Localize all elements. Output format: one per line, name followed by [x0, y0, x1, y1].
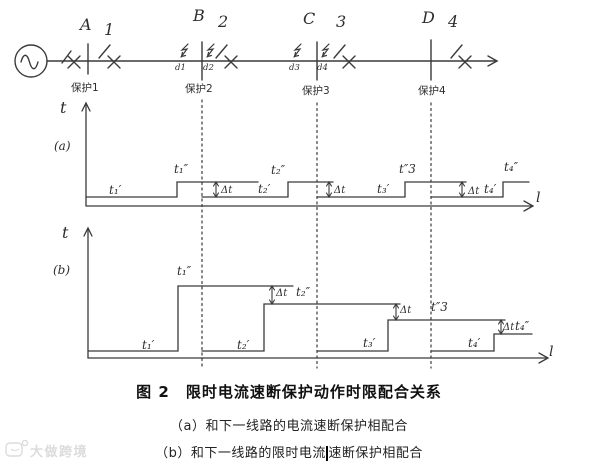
- a-delta-t-label-2: Δt: [334, 185, 346, 196]
- b-t1-prime-label: t₁′: [142, 338, 155, 352]
- protection-label-4: 保护4: [418, 85, 446, 97]
- a-t1-doubleprime-label: t₁″: [174, 162, 189, 176]
- a-x-axis-label: l: [536, 190, 541, 206]
- diagram-a-step-curve-2: [201, 181, 334, 198]
- diagram-b-step-curve-3: [316, 319, 506, 352]
- breaker-icon-2: [215, 44, 238, 69]
- diagram-b: [83, 226, 550, 364]
- delta-t-bracket-icon-a1: [210, 180, 221, 199]
- line-number-1: 1: [104, 20, 115, 39]
- figure-caption-b: （b）和下一线路的限时电流速断保护相配合: [0, 442, 578, 461]
- delta-t-bracket-icon-a3: [456, 180, 467, 199]
- b-t3-prime-label: t₃′: [363, 336, 376, 350]
- b-x-axis-label: l: [549, 344, 554, 360]
- figure-caption-title: 图 2 限时电流速断保护动作时限配合关系: [136, 383, 442, 401]
- fault-bolt-icon-d4: [321, 43, 330, 58]
- a-t4-prime-label: t₄′: [484, 182, 497, 196]
- flow-arrow-icon: [487, 55, 499, 67]
- b-diagram-tag: (b): [53, 263, 71, 277]
- dashed-projection-lines: [201, 99, 432, 369]
- b-t4-prime-label: t₄′: [468, 336, 481, 350]
- b-delta-t-label-1: Δt: [276, 288, 288, 299]
- protection-label-1: 保护1: [71, 82, 99, 94]
- breaker-icon-3: [333, 44, 356, 69]
- delta-t-bracket-icon-b3: [495, 318, 506, 336]
- delta-t-bracket-icon-b1: [266, 284, 277, 306]
- diagram-a-step-curve-3: [316, 181, 467, 198]
- breaker-icon-source: [61, 50, 81, 69]
- line-number-4: 4: [448, 12, 459, 31]
- breaker-icon-1: [98, 44, 121, 69]
- b-t2-doubleprime-label: t₂″: [296, 285, 311, 299]
- fault-label-d2: d2: [203, 63, 214, 73]
- a-diagram-tag: (a): [54, 139, 71, 153]
- fault-label-d1: d1: [175, 63, 186, 73]
- fault-bolt-icon-d1: [180, 43, 189, 58]
- line-number-3: 3: [336, 12, 347, 31]
- delta-t-bracket-icon-a2: [323, 180, 334, 199]
- a-t3-prime-label: t₃′: [377, 182, 390, 196]
- a-t1-prime-label: t₁′: [109, 183, 122, 197]
- watermark-text: 大做跨境: [30, 445, 89, 460]
- a-t2-doubleprime-label: t₂″: [271, 163, 286, 177]
- generator-icon: [14, 44, 48, 78]
- figure-caption-b-pre: （b）和下一线路的限时电流: [155, 446, 326, 461]
- a-y-axis-label: t: [60, 98, 67, 117]
- bus-label-c: C: [303, 9, 316, 28]
- bus-label-b: B: [193, 6, 205, 25]
- b-t4-doubleprime-label: t₄″: [515, 319, 530, 333]
- b-y-axis-label: t: [62, 223, 69, 242]
- text-cursor: [326, 446, 328, 461]
- a-t3-doubleprime-label: t″3: [399, 162, 416, 176]
- circuit-diagram: [14, 39, 499, 81]
- figure-caption-b-post: 速断保护相配合: [328, 446, 423, 461]
- fault-bolt-icon-d2: [206, 43, 215, 58]
- protection-label-2: 保护2: [185, 83, 213, 95]
- protection-label-3: 保护3: [302, 85, 330, 97]
- b-delta-t-label-3: Δt: [503, 322, 515, 333]
- a-delta-t-label-3: Δt: [468, 186, 480, 197]
- b-t3-doubleprime-label: t″3: [431, 300, 448, 314]
- line-number-2: 2: [218, 12, 229, 31]
- b-t1-doubleprime-label: t₁″: [177, 264, 192, 278]
- diagram-b-axes: [83, 226, 550, 364]
- a-t4-doubleprime-label: t₄″: [504, 160, 519, 174]
- watermark-logo-icon: [5, 439, 29, 457]
- bus-label-d: D: [422, 8, 435, 27]
- fault-label-d3: d3: [289, 63, 300, 73]
- bus-label-a: A: [80, 15, 92, 34]
- fault-label-d4: d4: [317, 63, 328, 73]
- breaker-icon-4: [450, 44, 472, 69]
- delta-t-bracket-icon-b2: [390, 302, 401, 322]
- diagram-a: [81, 101, 535, 212]
- fault-bolt-icon-d3: [293, 43, 302, 58]
- diagram-b-step-curve-4: [430, 333, 533, 352]
- diagram-a-step-curve-4: [430, 181, 530, 198]
- b-delta-t-label-2: Δt: [400, 305, 412, 316]
- a-t2-prime-label: t₂′: [258, 182, 271, 196]
- diagram-b-step-curve-2: [201, 303, 401, 352]
- a-delta-t-label-1: Δt: [221, 185, 233, 196]
- diagram-a-axes: [81, 101, 535, 212]
- figure-caption-a: （a）和下一线路的电流速断保护相配合: [170, 419, 408, 434]
- b-t2-prime-label: t₂′: [237, 338, 250, 352]
- diagram-b-step-curve-1: [87, 285, 294, 352]
